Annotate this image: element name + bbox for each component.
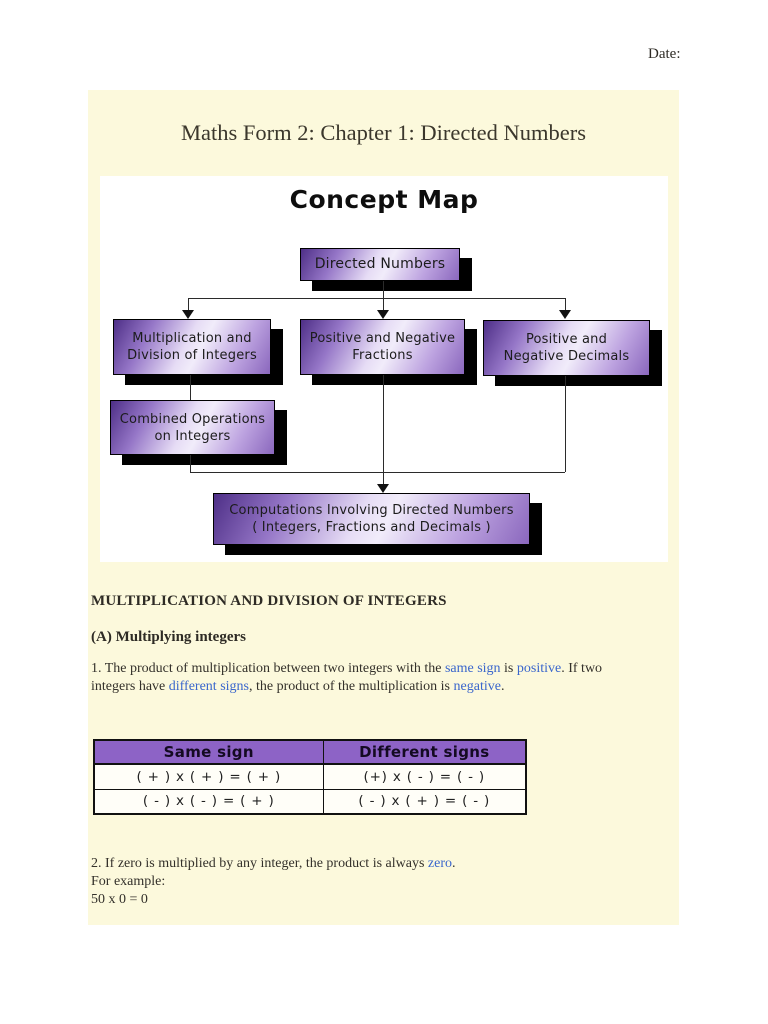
section-subheading: (A) Multiplying integers bbox=[91, 629, 246, 645]
table-row: ( - ) x ( - ) = ( + ) ( - ) x ( + ) = ( … bbox=[93, 788, 527, 815]
note-line: 2. If zero is multiplied by any integer,… bbox=[91, 855, 456, 873]
table-cell: ( + ) x ( + ) = ( + ) bbox=[93, 763, 324, 790]
connector-arrow-icon bbox=[377, 310, 389, 319]
highlight-zero: zero bbox=[427, 856, 453, 871]
paragraph-text: , the product of the multiplication is bbox=[248, 679, 454, 694]
sign-multiplication-table: Same sign Different signs ( + ) x ( + ) … bbox=[93, 739, 527, 815]
paragraph-zero-rule: 2. If zero is multiplied by any integer,… bbox=[91, 855, 456, 909]
node-combined-operations-integers: Combined Operations on Integers bbox=[110, 400, 275, 455]
date-label: Date: bbox=[648, 46, 681, 62]
paragraph-text: 1. The product of multiplication between… bbox=[91, 661, 445, 676]
connector-line bbox=[190, 455, 191, 472]
worksheet-page: Maths Form 2: Chapter 1: Directed Number… bbox=[88, 90, 679, 925]
highlight-same-sign: same sign bbox=[444, 661, 501, 676]
connector-line bbox=[190, 375, 191, 400]
paragraph-text: . bbox=[500, 679, 505, 694]
highlight-negative: negative bbox=[453, 679, 501, 694]
table-row: ( + ) x ( + ) = ( + ) (+) x ( - ) = ( - … bbox=[93, 763, 527, 790]
table-cell: ( - ) x ( - ) = ( + ) bbox=[93, 788, 324, 815]
connector-arrow-icon bbox=[559, 310, 571, 319]
highlight-different-signs: different signs bbox=[168, 679, 249, 694]
page-title: Maths Form 2: Chapter 1: Directed Number… bbox=[181, 120, 586, 145]
connector-arrow-icon bbox=[182, 310, 194, 319]
node-positive-negative-fractions: Positive and Negative Fractions bbox=[300, 319, 465, 375]
concept-map-panel: Concept Map Directed Numbers Multiplicat… bbox=[100, 176, 668, 562]
connector-line bbox=[383, 281, 384, 298]
connector-line bbox=[188, 298, 566, 299]
node-directed-numbers: Directed Numbers bbox=[300, 248, 460, 281]
table-header-row: Same sign Different signs bbox=[93, 739, 527, 765]
connector-line bbox=[565, 376, 566, 472]
table-header-same-sign: Same sign bbox=[93, 739, 324, 765]
table-cell: ( - ) x ( + ) = ( - ) bbox=[322, 788, 527, 815]
paragraph-text: is bbox=[500, 661, 517, 676]
table-cell: (+) x ( - ) = ( - ) bbox=[322, 763, 527, 790]
note-line: For example: bbox=[91, 874, 166, 889]
node-multiplication-division-integers: Multiplication and Division of Integers bbox=[113, 319, 271, 375]
connector-line bbox=[383, 298, 384, 310]
section-heading: MULTIPLICATION AND DIVISION OF INTEGERS bbox=[91, 593, 447, 609]
node-positive-negative-decimals: Positive and Negative Decimals bbox=[483, 320, 650, 376]
paragraph-text: 2. If zero is multiplied by any integer,… bbox=[91, 856, 428, 871]
paragraph-text: . bbox=[452, 856, 456, 871]
paragraph-multiplying-rule: 1. The product of multiplication between… bbox=[91, 660, 636, 696]
connector-line bbox=[190, 472, 565, 473]
table-header-different-signs: Different signs bbox=[322, 739, 527, 765]
concept-map-heading: Concept Map bbox=[289, 185, 479, 214]
connector-arrow-icon bbox=[377, 484, 389, 493]
highlight-positive: positive bbox=[516, 661, 562, 676]
note-line: 50 x 0 = 0 bbox=[91, 892, 148, 907]
node-computations-directed-numbers: Computations Involving Directed Numbers … bbox=[213, 493, 530, 545]
paragraph-text: . If two integers have bbox=[91, 661, 603, 694]
connector-line bbox=[383, 375, 384, 485]
connector-line bbox=[188, 298, 189, 310]
connector-line bbox=[565, 298, 566, 310]
